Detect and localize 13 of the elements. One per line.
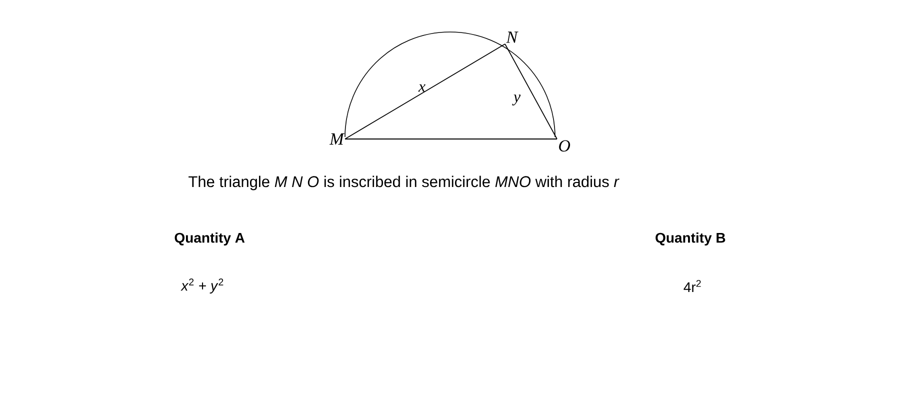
line-segment	[344, 44, 506, 140]
edge-label: x	[418, 84, 426, 92]
expression: x$^{2}$ + y$^{2}$	[180, 278, 224, 294]
expression: 4r$^{2}$	[684, 280, 701, 292]
line-segment	[344, 138, 558, 140]
column-heading: Quantity B	[656, 232, 726, 246]
statement: The triangle M N O is inscribed in semicircle MNO with radius r	[188, 176, 620, 190]
line-segment	[504, 44, 558, 140]
edge-label: y	[512, 94, 521, 106]
vertex-label: M	[329, 133, 345, 145]
column-heading: Quantity A	[174, 232, 245, 246]
vertex-label: N	[506, 32, 518, 43]
vertex-label: O	[559, 140, 570, 152]
